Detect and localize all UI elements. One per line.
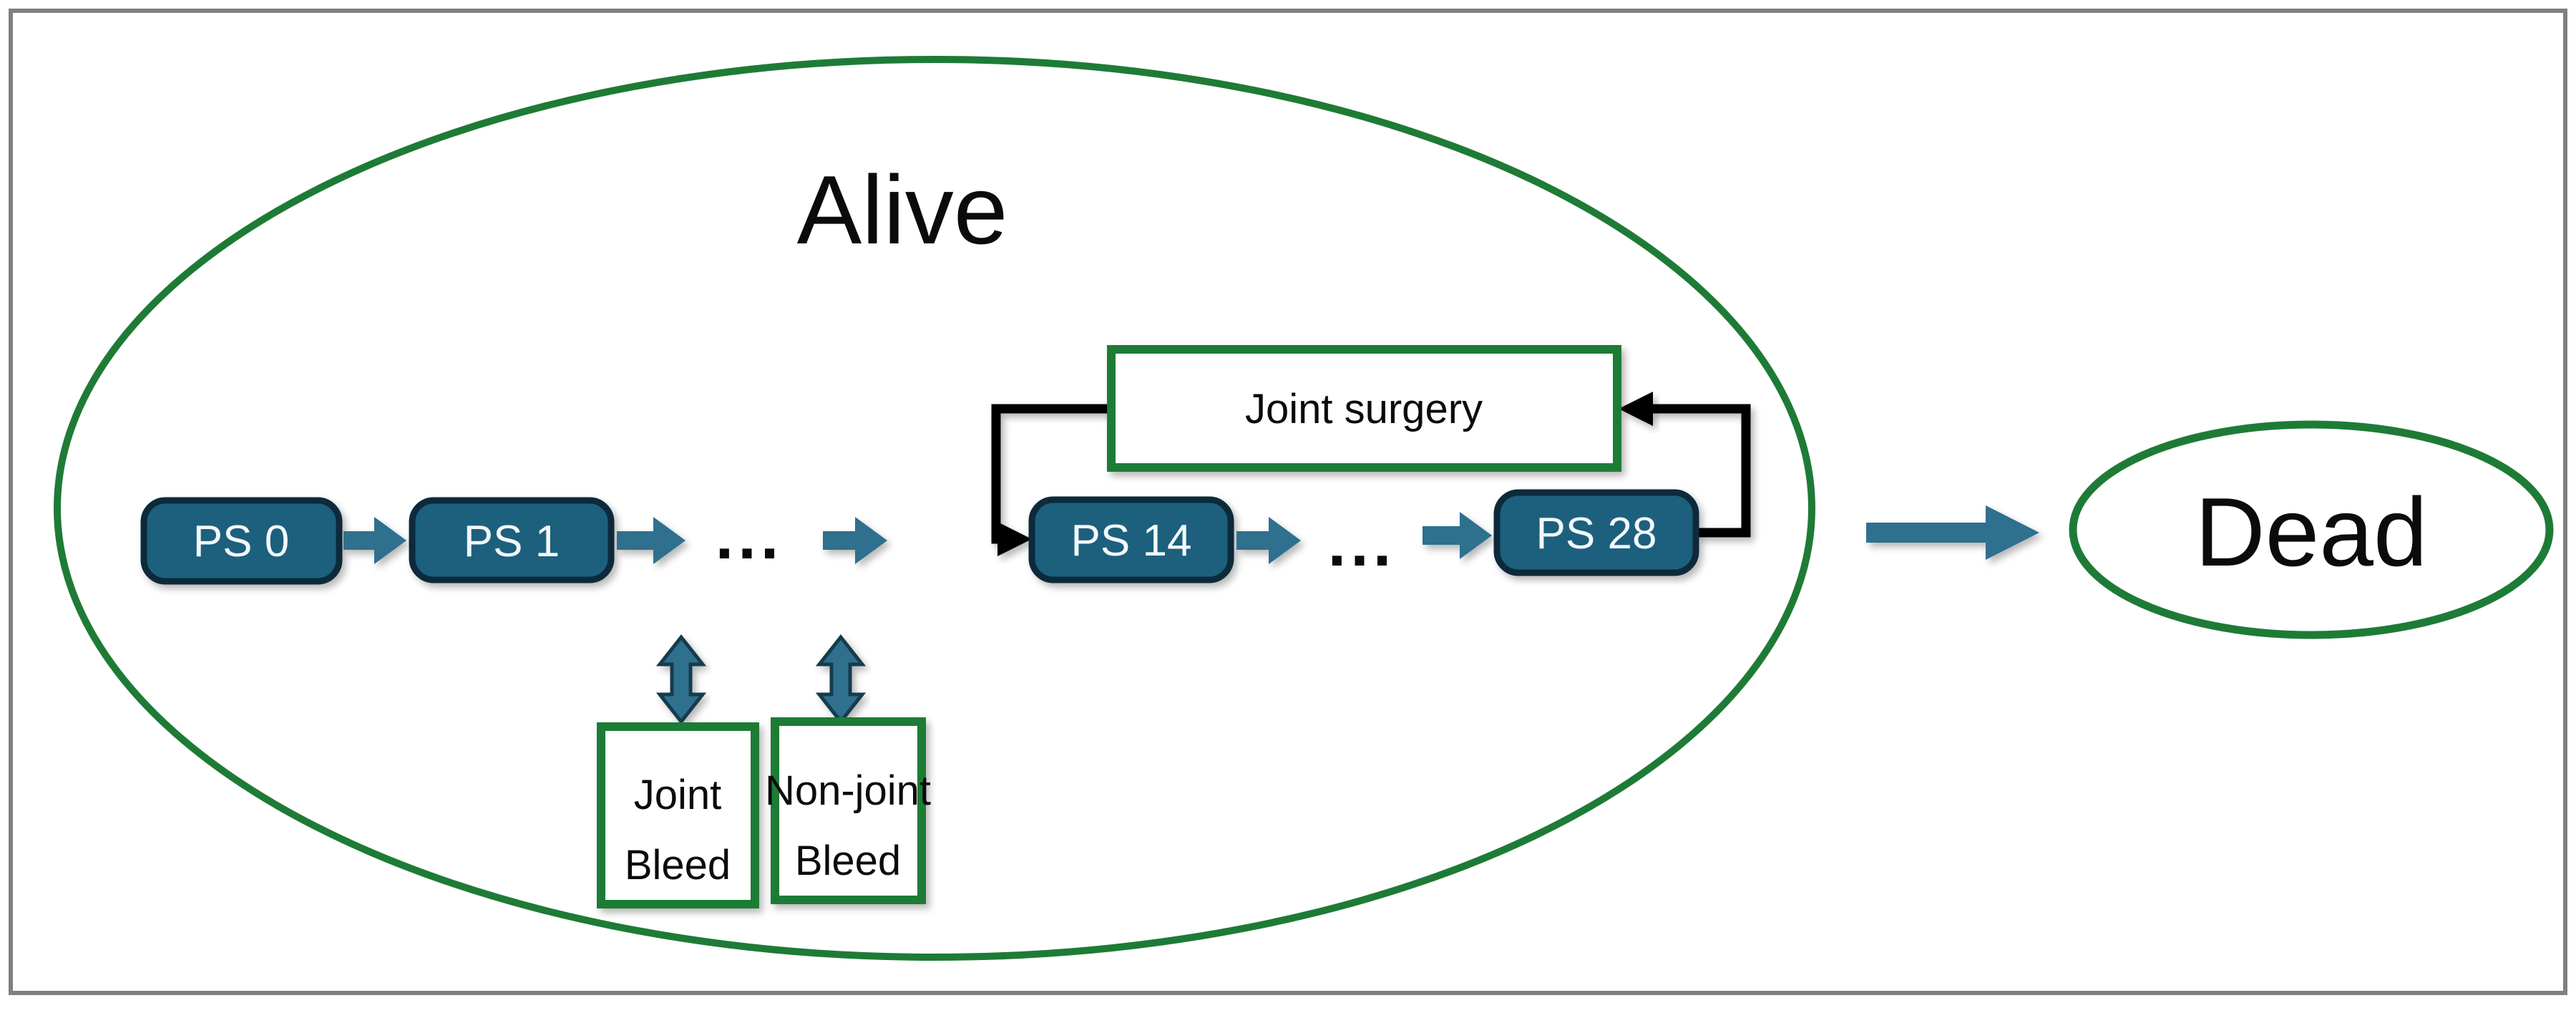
surgery-entry-connector (1650, 404, 1751, 538)
ps0-label: PS 0 (193, 517, 289, 566)
arrow-ps0-ps1-icon (343, 517, 406, 564)
ps0-box (140, 497, 343, 585)
surgery-entry-arrowhead-icon (1619, 392, 1653, 426)
bleed-arrows (655, 634, 867, 725)
non-joint-bleed-label-line2: Bleed (795, 838, 901, 884)
joint-surgery-connectors (991, 392, 1751, 556)
arrow-ellipsis-ps28-icon (1423, 512, 1492, 559)
joint-surgery-label: Joint surgery (1245, 386, 1483, 432)
ps14-label: PS 14 (1071, 516, 1192, 566)
joint-bleed-label-line2: Bleed (625, 842, 731, 888)
ps28-box (1493, 489, 1699, 576)
non-joint-bleed-box (771, 717, 926, 904)
joint-bleed-box (597, 722, 759, 908)
joint-bleed-double-arrow-icon (655, 634, 707, 725)
ellipsis-right: ... (1328, 507, 1396, 580)
ps14-box (1028, 496, 1234, 583)
dead-ellipse (2069, 420, 2554, 639)
alive-ellipse (54, 56, 1815, 961)
joint-bleed-label-line1: Joint (634, 772, 722, 818)
arrow-ellipsis-ps14-icon (823, 517, 887, 564)
transition-arrows (343, 505, 2039, 564)
alive-label: Alive (797, 155, 1008, 264)
arrow-ps14-ellipsis-icon (1236, 517, 1301, 564)
surgery-return-arrowhead-icon (997, 522, 1032, 556)
dead-label: Dead (2195, 478, 2427, 586)
arrow-alive-dead-icon (1866, 505, 2039, 560)
ps-states: PS 0 PS 1 PS 14 PS 28 (140, 489, 1699, 585)
ps1-box (409, 497, 615, 583)
ps1-label: PS 1 (464, 517, 560, 566)
ps28-label: PS 28 (1536, 509, 1657, 558)
joint-surgery-box (1107, 345, 1621, 472)
ellipsis-left: ... (716, 500, 784, 573)
arrow-ps1-ellipsis-icon (617, 517, 686, 564)
non-joint-bleed-label-line1: Non-joint (765, 767, 931, 814)
